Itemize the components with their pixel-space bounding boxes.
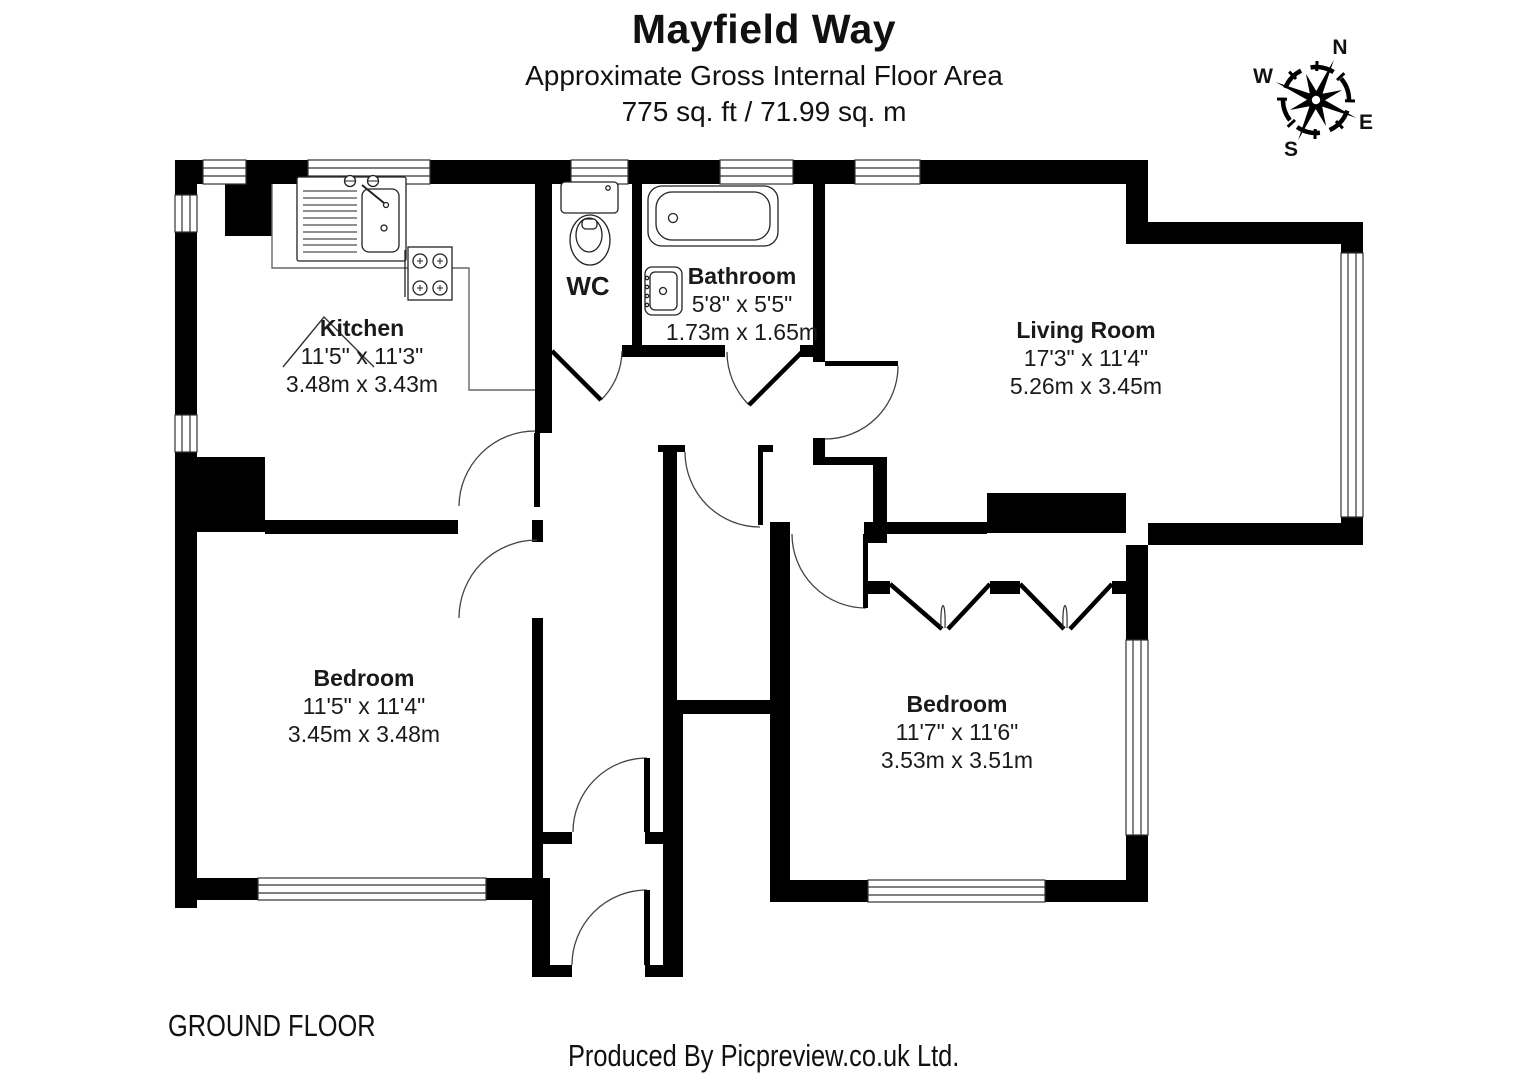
- bathtub-icon: [647, 185, 779, 247]
- door-arcs-layer: [458, 350, 899, 966]
- room-dims-imperial: 17'3" x 11'4": [1023, 345, 1149, 371]
- room-dims-metric: 3.45m x 3.48m: [287, 721, 441, 747]
- room-label-bedroom-1: Bedroom 11'5" x 11'4" 3.45m x 3.48m: [214, 664, 514, 748]
- compass-west-label: W: [1253, 65, 1273, 88]
- corner-unit-chevron: [282, 315, 375, 368]
- room-label-living-room: Living Room 17'3" x 11'4" 5.26m x 3.45m: [936, 316, 1236, 400]
- floor-area-text: 775 sq. ft / 71.99 sq. m: [621, 96, 907, 127]
- compass-icon: [1275, 59, 1357, 141]
- sink-icon: [296, 174, 407, 262]
- room-dims-imperial: 5'8" x 5'5": [691, 291, 793, 317]
- page-subtitle: Approximate Gross Internal Floor Area: [525, 60, 1003, 91]
- room-dims-metric: 1.73m x 1.65m: [665, 319, 819, 345]
- credit-line: Produced By Picpreview.co.uk Ltd.: [568, 1038, 960, 1073]
- room-name: WC: [566, 271, 610, 301]
- windows-layer: [174, 159, 1364, 903]
- door-leaves-layer: [534, 349, 1114, 965]
- hob-icon: [404, 246, 453, 301]
- room-name: Bedroom: [906, 691, 1008, 717]
- compass-north-label: N: [1332, 36, 1348, 59]
- room-dims-imperial: 11'5" x 11'3": [300, 343, 424, 369]
- toilet-icon: [560, 181, 619, 266]
- compass-east-label: E: [1358, 111, 1373, 134]
- room-label-wc: WC: [538, 272, 638, 300]
- room-name: Living Room: [1016, 317, 1156, 343]
- walls-layer: [175, 160, 1363, 977]
- bathroom-fixtures: [560, 181, 779, 316]
- compass-south-label: S: [1283, 138, 1298, 161]
- kitchen-fixtures: [271, 174, 535, 391]
- room-label-bedroom-2: Bedroom 11'7" x 11'6" 3.53m x 3.51m: [807, 690, 1107, 774]
- room-name: Kitchen: [319, 315, 405, 341]
- counter-line: [271, 184, 535, 391]
- room-name: Bedroom: [313, 665, 415, 691]
- room-dims-metric: 3.53m x 3.51m: [880, 747, 1034, 773]
- page-title: Mayfield Way: [631, 6, 897, 52]
- room-dims-imperial: 11'5" x 11'4": [302, 693, 426, 719]
- room-dims-imperial: 11'7" x 11'6": [895, 719, 1019, 745]
- room-label-kitchen: Kitchen 11'5" x 11'3" 3.48m x 3.43m: [212, 314, 512, 398]
- room-dims-metric: 3.48m x 3.43m: [285, 371, 439, 397]
- room-label-bathroom: Bathroom 5'8" x 5'5" 1.73m x 1.65m: [622, 262, 862, 346]
- credit-line-wrap: Produced By Picpreview.co.uk Ltd.: [0, 1038, 1528, 1074]
- basin-icon: [644, 266, 683, 316]
- floor-name-label: GROUND FLOOR: [168, 1008, 376, 1043]
- room-name: Bathroom: [687, 263, 797, 289]
- room-dims-metric: 5.26m x 3.45m: [1009, 373, 1163, 399]
